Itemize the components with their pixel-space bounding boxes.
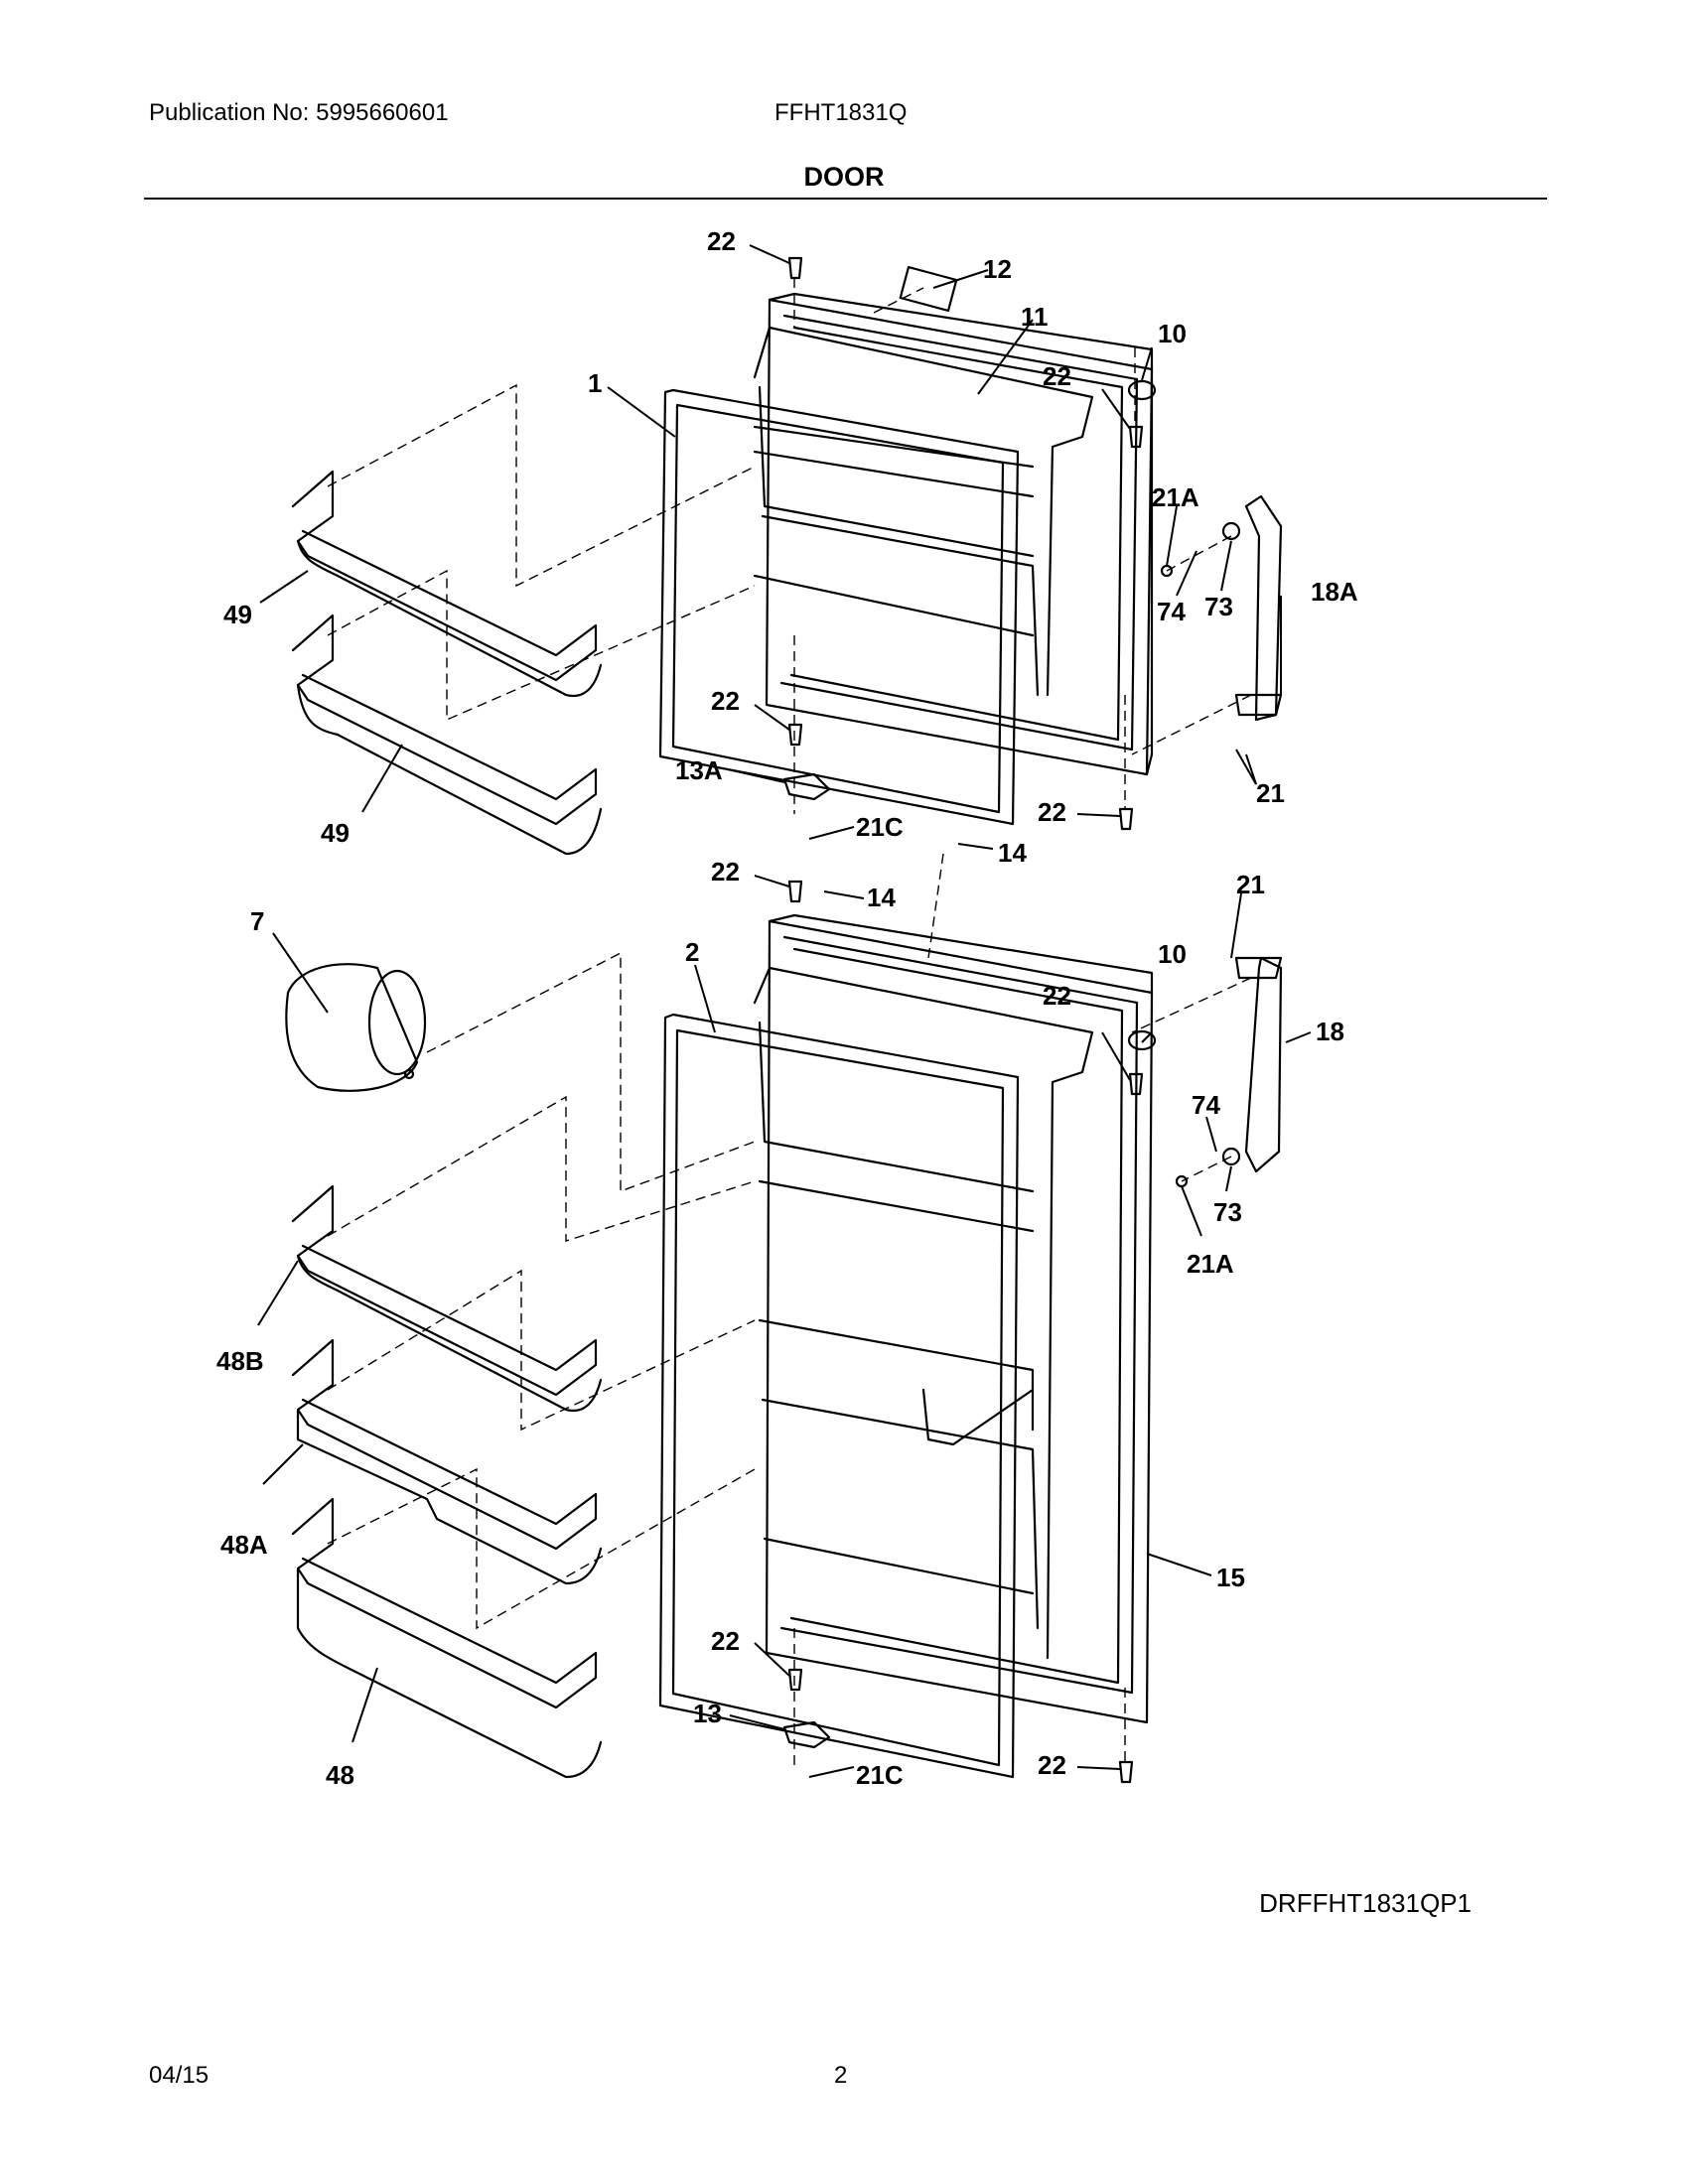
shelf-48	[291, 1497, 603, 1779]
screw-22-lower-hinge	[1118, 1760, 1134, 1784]
revision-date: 04/15	[149, 2062, 210, 2089]
model-number: FFHT1831Q	[774, 99, 908, 126]
shelf-48B	[291, 1184, 603, 1413]
callout-74: 74	[1192, 1090, 1220, 1120]
leader-lines	[257, 244, 1312, 1778]
page-number: 2	[834, 2062, 848, 2089]
bushing-73-lower	[1221, 1147, 1241, 1166]
callout-48: 48	[326, 1760, 354, 1790]
figure-code: DRFFHT1831QP1	[1259, 1888, 1472, 1918]
hinge-cap-lower	[1127, 1029, 1157, 1051]
freezer-door-gasket	[658, 388, 1020, 826]
part-callouts: 22 12 11 10 22 1 21A 18A 74 73 49 22 13A…	[216, 226, 1358, 1790]
callout-21C: 21C	[856, 812, 904, 842]
callout-22: 22	[711, 857, 740, 887]
callout-10: 10	[1158, 319, 1187, 348]
screw-22-upper-bottom	[787, 723, 803, 747]
callout-22: 22	[1038, 1750, 1066, 1780]
callout-21A: 21A	[1152, 482, 1199, 512]
callout-73: 73	[1213, 1197, 1242, 1227]
callout-12: 12	[983, 254, 1012, 284]
screw-22-lower-right	[1128, 1072, 1144, 1096]
callout-74: 74	[1157, 597, 1186, 626]
callout-21: 21	[1236, 870, 1265, 899]
callout-22: 22	[1043, 361, 1071, 391]
callout-7: 7	[250, 906, 264, 936]
butter-compartment	[285, 963, 427, 1092]
callout-22: 22	[711, 686, 740, 716]
callout-22: 22	[711, 1626, 740, 1656]
callout-14: 14	[867, 883, 896, 912]
door-stop-13A	[782, 772, 831, 801]
callout-21: 21	[1256, 778, 1285, 808]
shelf-49-bottom	[291, 614, 603, 856]
callout-2: 2	[685, 937, 699, 967]
callout-22: 22	[1043, 981, 1071, 1011]
callout-21C: 21C	[856, 1760, 904, 1790]
header-divider	[144, 198, 1547, 200]
fresh-food-door-outer	[765, 913, 1154, 1724]
section-title: DOOR	[803, 162, 885, 192]
label-plate	[899, 265, 958, 313]
callout-49: 49	[223, 600, 252, 629]
callout-18A: 18A	[1311, 577, 1358, 607]
callout-73: 73	[1204, 592, 1233, 621]
fresh-food-hinge-bracket	[1234, 956, 1283, 1173]
callout-48B: 48B	[216, 1346, 264, 1376]
callout-11: 11	[1021, 302, 1049, 332]
alignment-lines	[327, 278, 1252, 1767]
callout-18: 18	[1316, 1017, 1344, 1046]
screw-22-upper-hinge	[1118, 807, 1134, 831]
door-stop-13	[782, 1720, 831, 1749]
callout-21A: 21A	[1187, 1249, 1234, 1279]
screw-22-lower-top	[787, 880, 803, 903]
fresh-food-door-liner	[753, 966, 1094, 1660]
freezer-door-liner	[753, 326, 1094, 697]
screw-22-lower-bottom	[787, 1668, 803, 1692]
screw-22-upper-top	[787, 256, 803, 280]
callout-48A: 48A	[220, 1530, 268, 1560]
freezer-hinge-bracket	[1234, 494, 1283, 722]
callout-13: 13	[693, 1699, 722, 1728]
publication-number: Publication No: 5995660601	[149, 99, 449, 126]
bushing-73-upper	[1221, 521, 1241, 541]
shelf-49-top	[291, 470, 603, 698]
screw-22-upper-right	[1128, 425, 1144, 449]
shelf-48A	[291, 1338, 603, 1585]
hinge-cap-upper	[1127, 379, 1157, 401]
callout-14: 14	[998, 838, 1027, 868]
fresh-food-door-gasket	[658, 1013, 1020, 1779]
callout-22: 22	[1038, 797, 1066, 827]
callout-10: 10	[1158, 939, 1187, 969]
freezer-door-outer	[765, 292, 1154, 776]
callout-1: 1	[588, 368, 602, 398]
callout-13A: 13A	[675, 755, 723, 785]
callout-49: 49	[321, 818, 350, 848]
callout-22: 22	[707, 226, 736, 256]
callout-15: 15	[1216, 1563, 1245, 1592]
